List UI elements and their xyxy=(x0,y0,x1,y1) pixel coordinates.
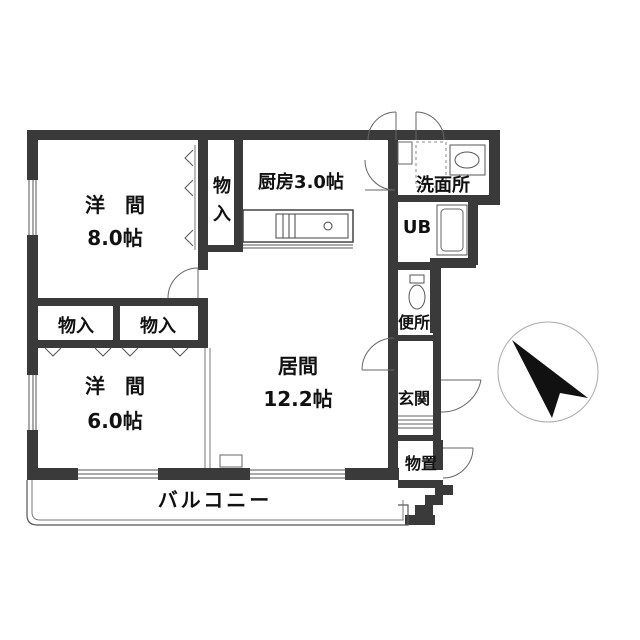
room-western-6-size: 6.0帖 xyxy=(87,409,142,433)
room-western-6-name: 洋 間 xyxy=(85,374,145,398)
closet-vertical-label-1: 物 xyxy=(213,175,231,197)
balcony-label: バルコニー xyxy=(158,488,273,512)
windows xyxy=(27,180,345,480)
doors xyxy=(167,111,482,479)
entrance-label: 玄関 xyxy=(398,389,430,408)
north-arrow-icon xyxy=(497,321,599,423)
room-western-8-size: 8.0帖 xyxy=(87,226,142,250)
washroom-label: 洗面所 xyxy=(416,174,470,196)
kitchen-label: 厨房3.0帖 xyxy=(258,171,344,193)
bath-label: UB xyxy=(403,217,431,238)
closet-left-label: 物入 xyxy=(58,315,94,337)
fixtures xyxy=(44,141,486,468)
room-living-name: 居間 xyxy=(278,354,318,378)
toilet-label: 便所 xyxy=(398,313,430,332)
closet-vertical-label-2: 入 xyxy=(213,204,231,225)
room-living-size: 12.2帖 xyxy=(263,387,332,411)
room-western-8-name: 洋 間 xyxy=(85,193,145,217)
storage-label: 物置 xyxy=(405,454,437,473)
balcony xyxy=(26,480,409,526)
closet-right-label: 物入 xyxy=(140,315,176,337)
interior-walls xyxy=(38,140,436,348)
